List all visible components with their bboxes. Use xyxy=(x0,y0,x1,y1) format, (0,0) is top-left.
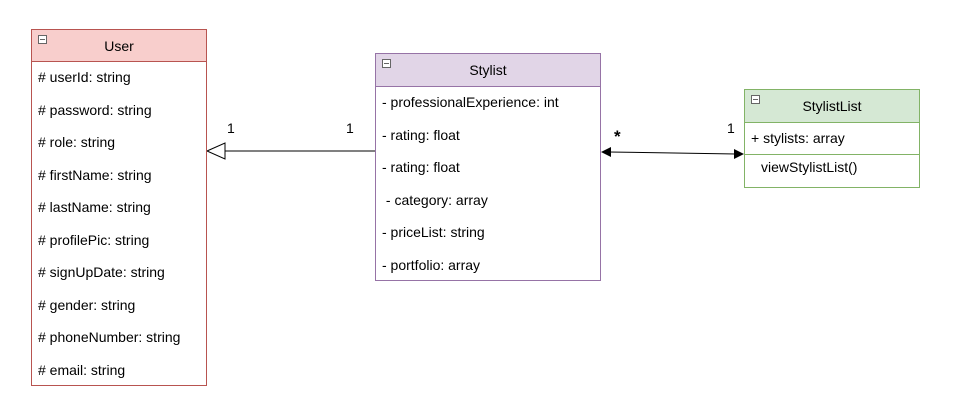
stylist-attribute: - professionalExperience: int xyxy=(382,94,559,110)
association-arrowhead-left-icon xyxy=(601,147,611,157)
user-attribute: # email: string xyxy=(38,362,126,378)
multiplicity-stylist-inheritance: 1 xyxy=(346,120,354,136)
stylistlist-class[interactable]: StylistList + stylists: array viewStylis… xyxy=(744,89,920,188)
stylist-class-title: Stylist xyxy=(469,62,507,78)
user-class[interactable]: User # userId: string # password: string… xyxy=(31,29,207,386)
user-attribute: # firstName: string xyxy=(38,167,152,183)
user-attribute: # password: string xyxy=(38,102,152,118)
collapse-icon[interactable] xyxy=(38,35,47,44)
stylist-class-header[interactable]: Stylist xyxy=(376,54,600,87)
stylist-attribute: - rating: float xyxy=(382,127,460,143)
collapse-icon[interactable] xyxy=(382,59,391,68)
user-attribute: # gender: string xyxy=(38,297,136,313)
multiplicity-user: 1 xyxy=(227,120,235,136)
user-attribute: # phoneNumber: string xyxy=(38,329,181,345)
user-class-header[interactable]: User xyxy=(32,30,206,62)
stylistlist-divider xyxy=(745,154,919,155)
association-arrowhead-right-icon xyxy=(734,149,744,159)
user-attribute: # role: string xyxy=(38,134,116,150)
stylist-attribute: - category: array xyxy=(382,192,488,208)
stylist-attribute: - portfolio: array xyxy=(382,257,481,273)
stylistlist-class-header[interactable]: StylistList xyxy=(745,90,919,123)
inheritance-arrowhead-icon xyxy=(205,142,226,160)
stylistlist-class-title: StylistList xyxy=(802,98,862,114)
stylistlist-method: viewStylistList() xyxy=(761,159,858,175)
multiplicity-stylistlist: 1 xyxy=(727,120,735,136)
stylistlist-attribute: + stylists: array xyxy=(751,130,845,146)
stylist-attribute: - priceList: string xyxy=(382,224,485,240)
user-attribute: # signUpDate: string xyxy=(38,264,165,280)
user-attribute: # profilePic: string xyxy=(38,232,150,248)
collapse-icon[interactable] xyxy=(751,95,760,104)
multiplicity-stylist-association: * xyxy=(614,127,621,146)
user-class-title: User xyxy=(104,38,134,54)
stylist-class[interactable]: Stylist - professionalExperience: int - … xyxy=(375,53,601,281)
association-line[interactable] xyxy=(608,151,737,155)
stylist-attribute: - rating: float xyxy=(382,159,460,175)
user-attribute: # lastName: string xyxy=(38,199,151,215)
user-attribute: # userId: string xyxy=(38,69,131,85)
